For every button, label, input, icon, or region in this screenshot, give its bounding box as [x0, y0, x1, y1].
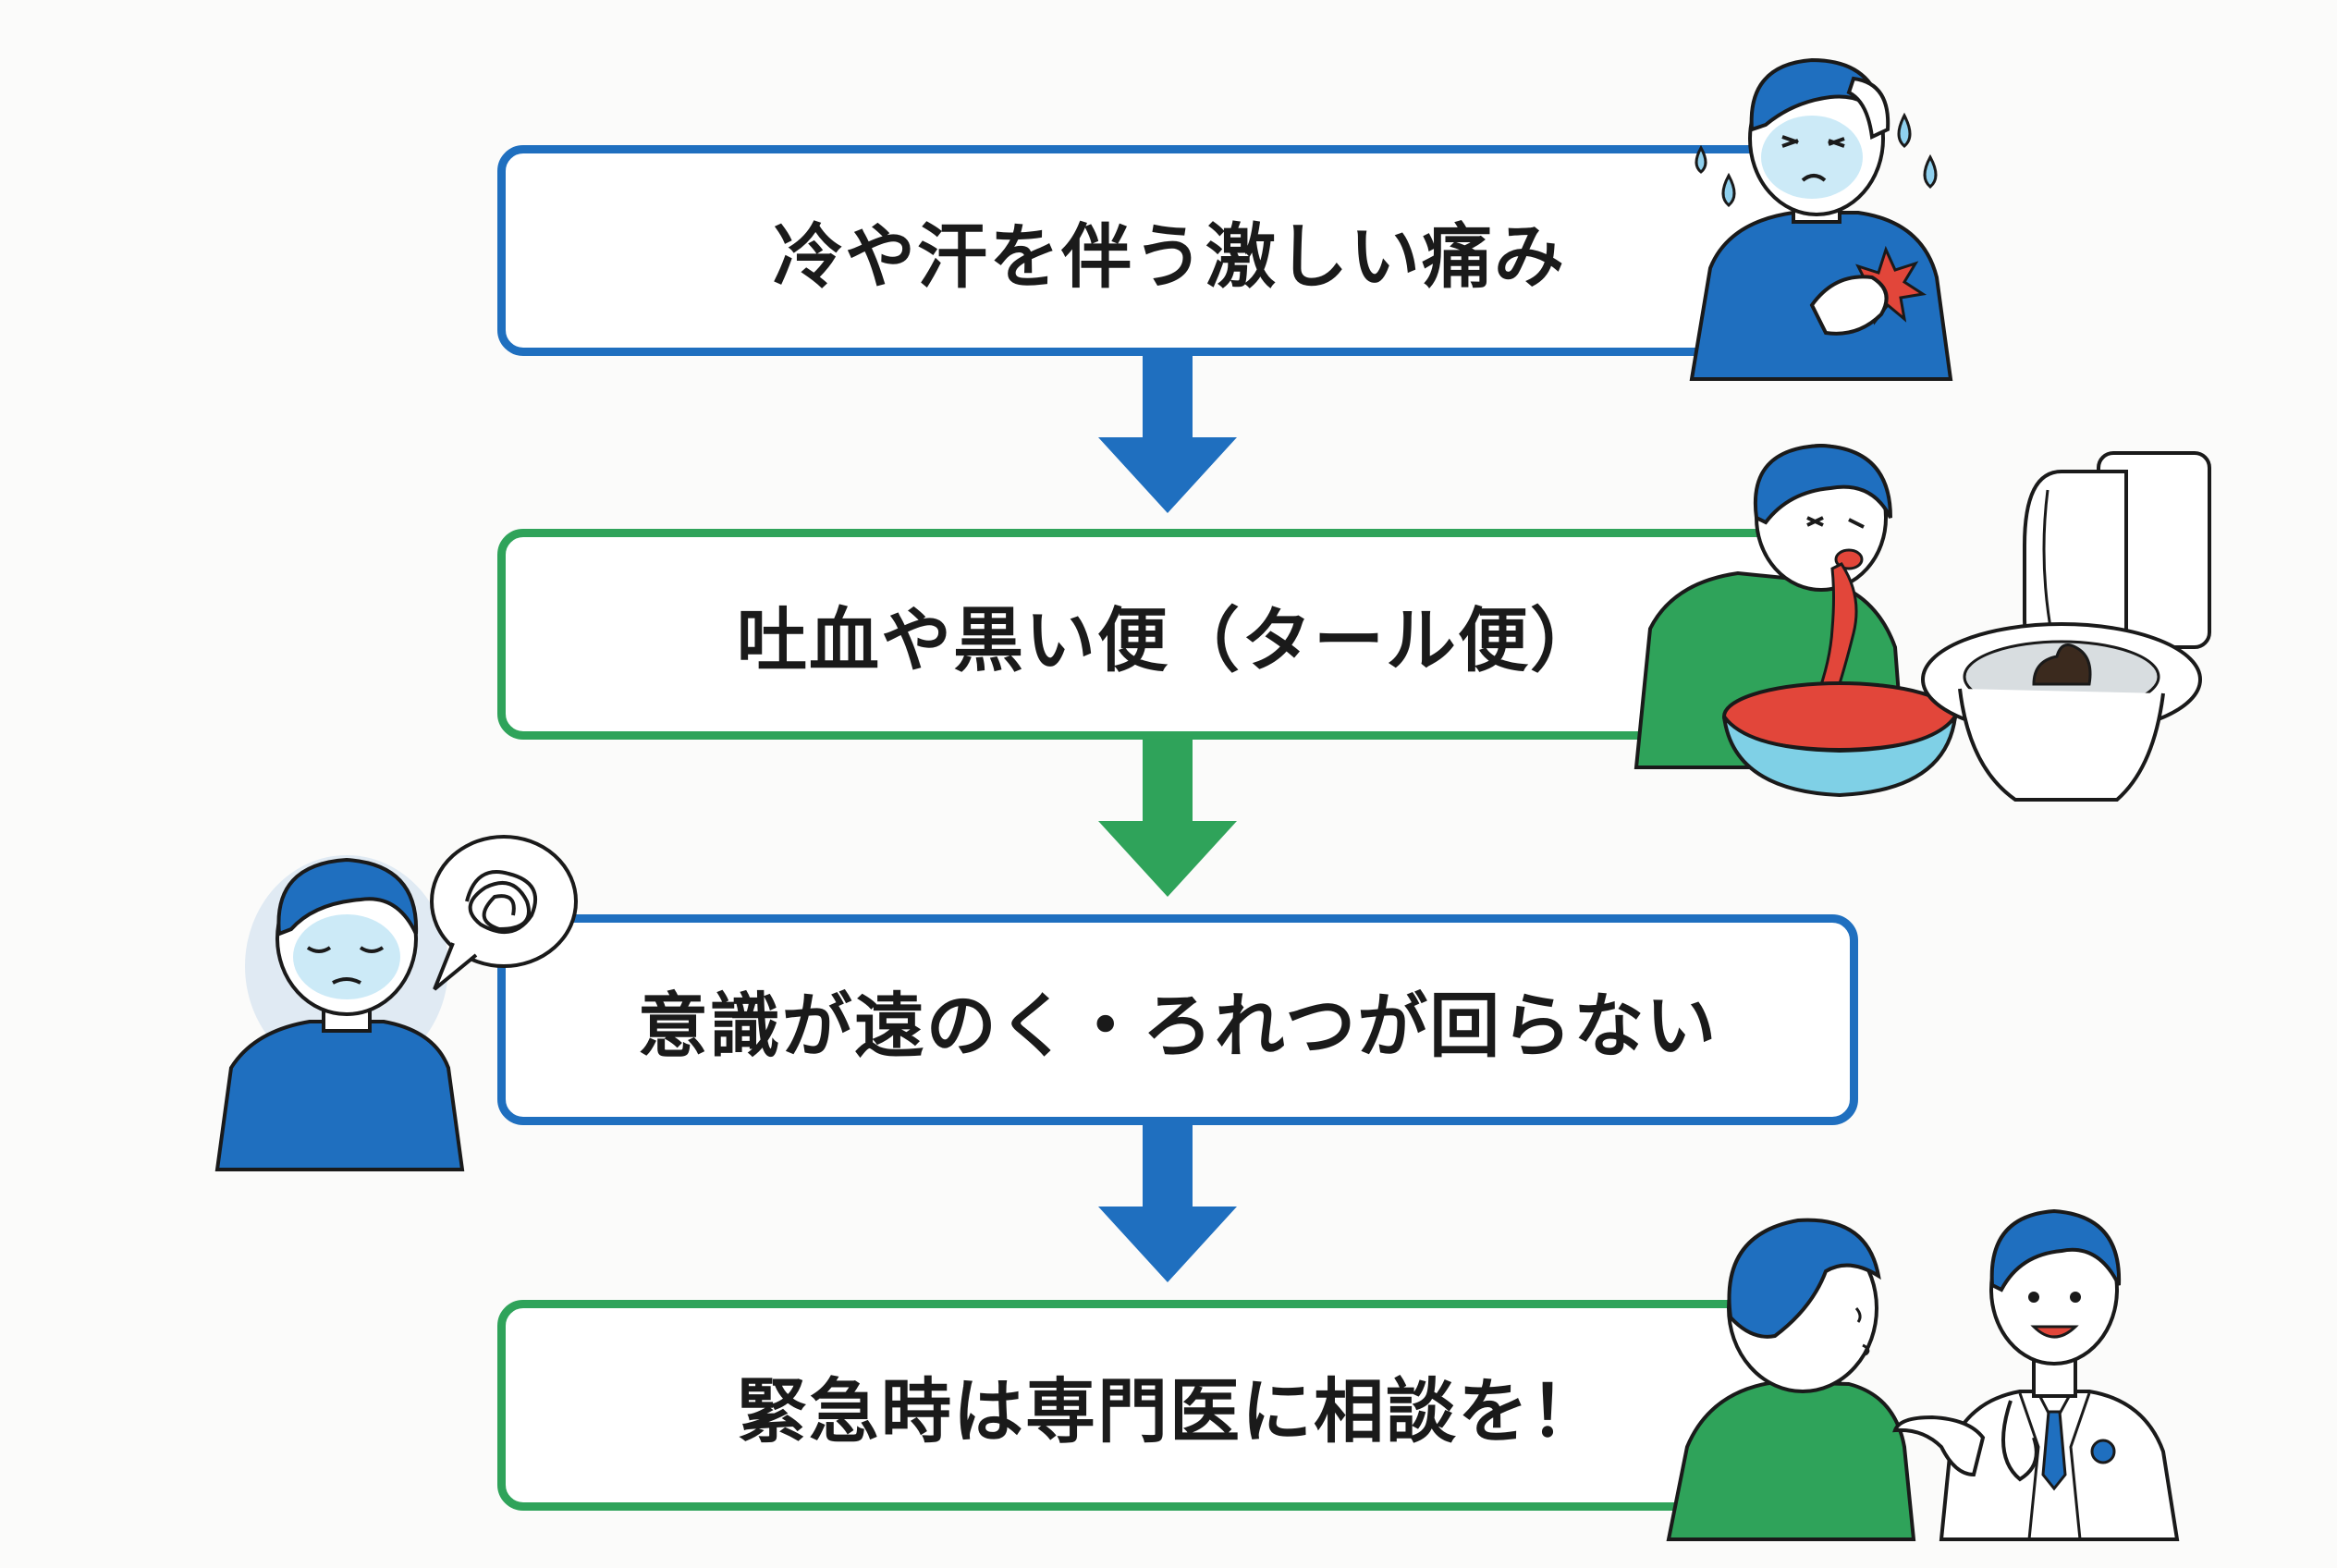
step-label: 意識が遠のく・ろれつが回らない: [637, 985, 1719, 1067]
step-box-vomiting-blood: 吐血や黒い便（タール便）: [497, 529, 1841, 740]
arrow-down-icon: [1098, 356, 1237, 513]
step-label: 緊急時は専門医に相談を！: [737, 1370, 1602, 1452]
chest-pain-icon: [1689, 57, 1953, 381]
step-label: 吐血や黒い便（タール便）: [737, 599, 1602, 681]
vomiting-blood-icon: [1633, 443, 2211, 802]
step-box-cold-sweat-pain: 冷や汗を伴う激しい痛み: [497, 145, 1841, 356]
step-box-consult-specialist: 緊急時は専門医に相談を！: [497, 1300, 1841, 1511]
step-label: 冷や汗を伴う激しい痛み: [773, 215, 1566, 298]
doctor-consultation-icon: [1666, 1208, 2180, 1541]
arrow-down-icon: [1098, 740, 1237, 897]
dizzy-person-icon: [214, 835, 578, 1171]
arrow-down-icon: [1098, 1125, 1237, 1282]
step-box-consciousness: 意識が遠のく・ろれつが回らない: [497, 914, 1858, 1125]
